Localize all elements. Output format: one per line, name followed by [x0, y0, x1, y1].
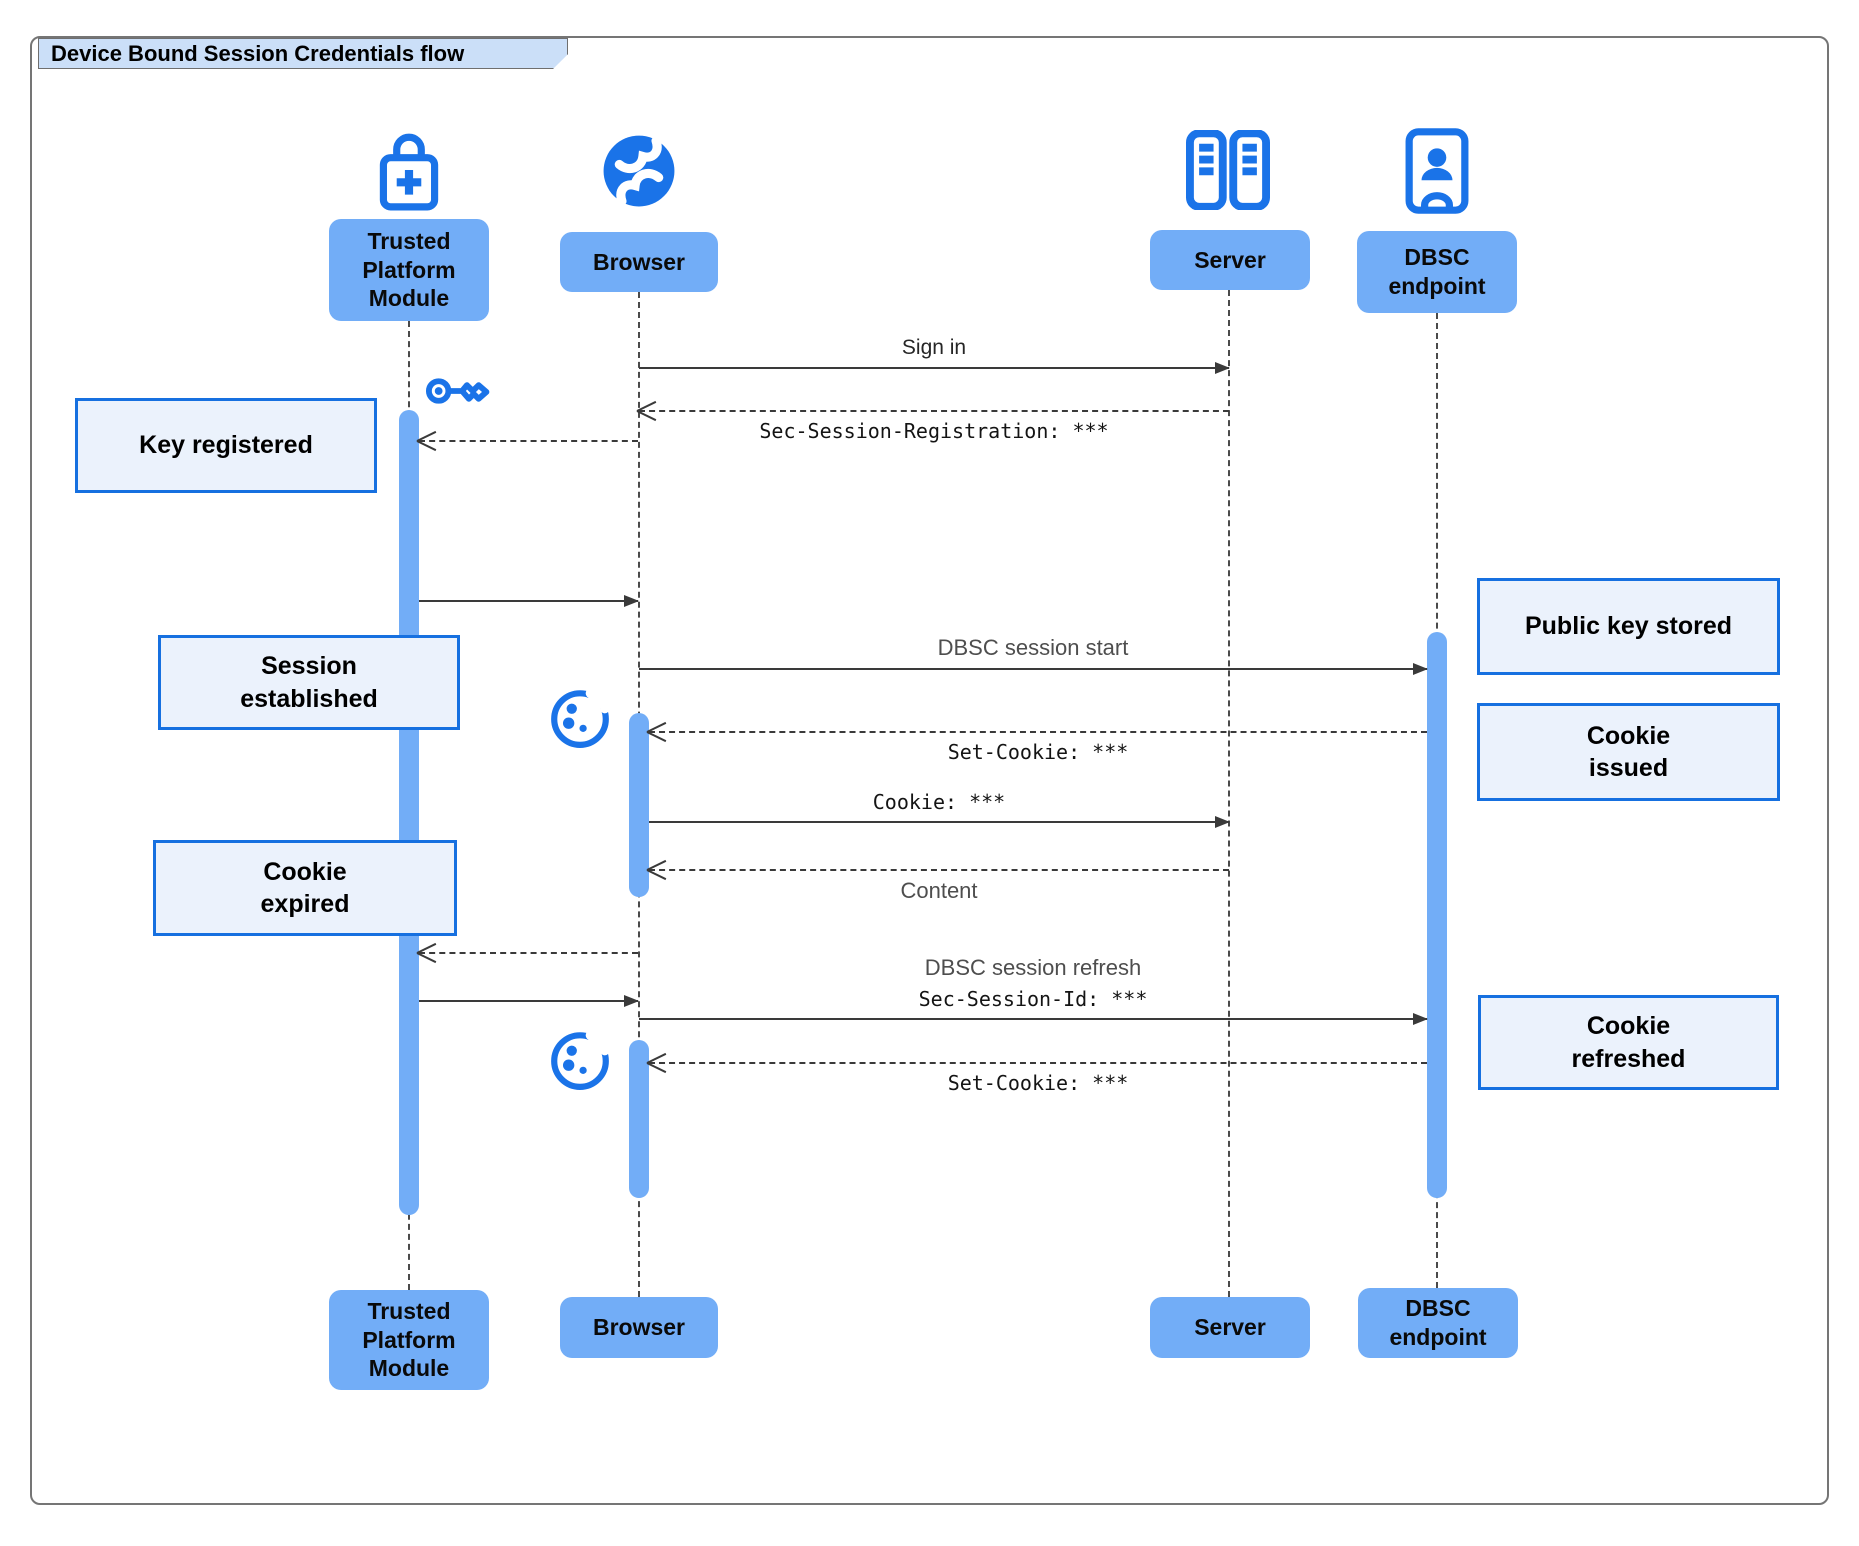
message-line	[639, 410, 1229, 412]
message-label: Sign in	[901, 336, 967, 359]
message-sublabel: Sec-Session-Id: ***	[918, 987, 1148, 1011]
activation-bar-dbsc	[1427, 632, 1447, 1198]
actor-dbsc-top: DBSC endpoint	[1357, 231, 1517, 313]
message-label: Set-Cookie: ***	[947, 740, 1129, 764]
note-key-registered: Key registered	[75, 398, 377, 493]
message-line	[649, 821, 1229, 823]
arrowhead	[1413, 1013, 1428, 1025]
actor-browser-top: Browser	[560, 232, 718, 292]
message-line	[419, 440, 638, 442]
actor-dbsc-bottom: DBSC endpoint	[1358, 1288, 1518, 1358]
note-cookie-refreshed: Cookie refreshed	[1478, 995, 1779, 1090]
door-person-icon	[1404, 127, 1470, 215]
message-line	[419, 1000, 638, 1002]
note-public-key-stored: Public key stored	[1477, 578, 1780, 675]
message-line	[649, 869, 1229, 871]
activation-bar-tpm	[399, 410, 419, 1215]
lifeline-server	[1228, 290, 1230, 1297]
message-label: Sec-Session-Registration: ***	[759, 419, 1109, 443]
message-line	[649, 1062, 1427, 1064]
actor-browser-bottom: Browser	[560, 1297, 718, 1358]
server-rack-icon	[1186, 130, 1270, 210]
note-cookie-expired: Cookie expired	[153, 840, 457, 936]
message-line	[639, 367, 1229, 369]
message-label: Set-Cookie: ***	[947, 1071, 1129, 1095]
diagram-title-tab: Device Bound Session Credentials flow	[38, 38, 568, 69]
note-session-established: Session established	[158, 635, 460, 730]
message-line	[649, 731, 1427, 733]
arrowhead	[624, 595, 639, 607]
message-line	[419, 952, 638, 954]
arrowhead	[1413, 663, 1428, 675]
cookie-icon	[547, 684, 613, 750]
arrowhead	[624, 995, 639, 1007]
actor-tpm-top: Trusted Platform Module	[329, 219, 489, 321]
note-cookie-issued: Cookie issued	[1477, 703, 1780, 801]
message-line	[639, 668, 1427, 670]
actor-server-top: Server	[1150, 230, 1310, 290]
arrowhead	[1215, 362, 1230, 374]
message-label: DBSC session refresh	[924, 955, 1142, 980]
message-label: Cookie: ***	[872, 790, 1006, 814]
arrowhead	[1215, 816, 1230, 828]
cookie-icon	[547, 1026, 613, 1092]
activation-bar-browser-2	[629, 1040, 649, 1198]
globe-icon	[597, 129, 681, 213]
message-label: DBSC session start	[937, 635, 1129, 660]
lock-plus-icon	[375, 127, 443, 213]
activation-bar-browser-1	[629, 713, 649, 897]
diagram-title: Device Bound Session Credentials flow	[51, 40, 465, 66]
message-line	[639, 1018, 1427, 1020]
message-line	[419, 600, 638, 602]
message-label: Content	[900, 878, 978, 903]
actor-server-bottom: Server	[1150, 1297, 1310, 1358]
actor-tpm-bottom: Trusted Platform Module	[329, 1290, 489, 1390]
key-icon	[425, 370, 503, 412]
